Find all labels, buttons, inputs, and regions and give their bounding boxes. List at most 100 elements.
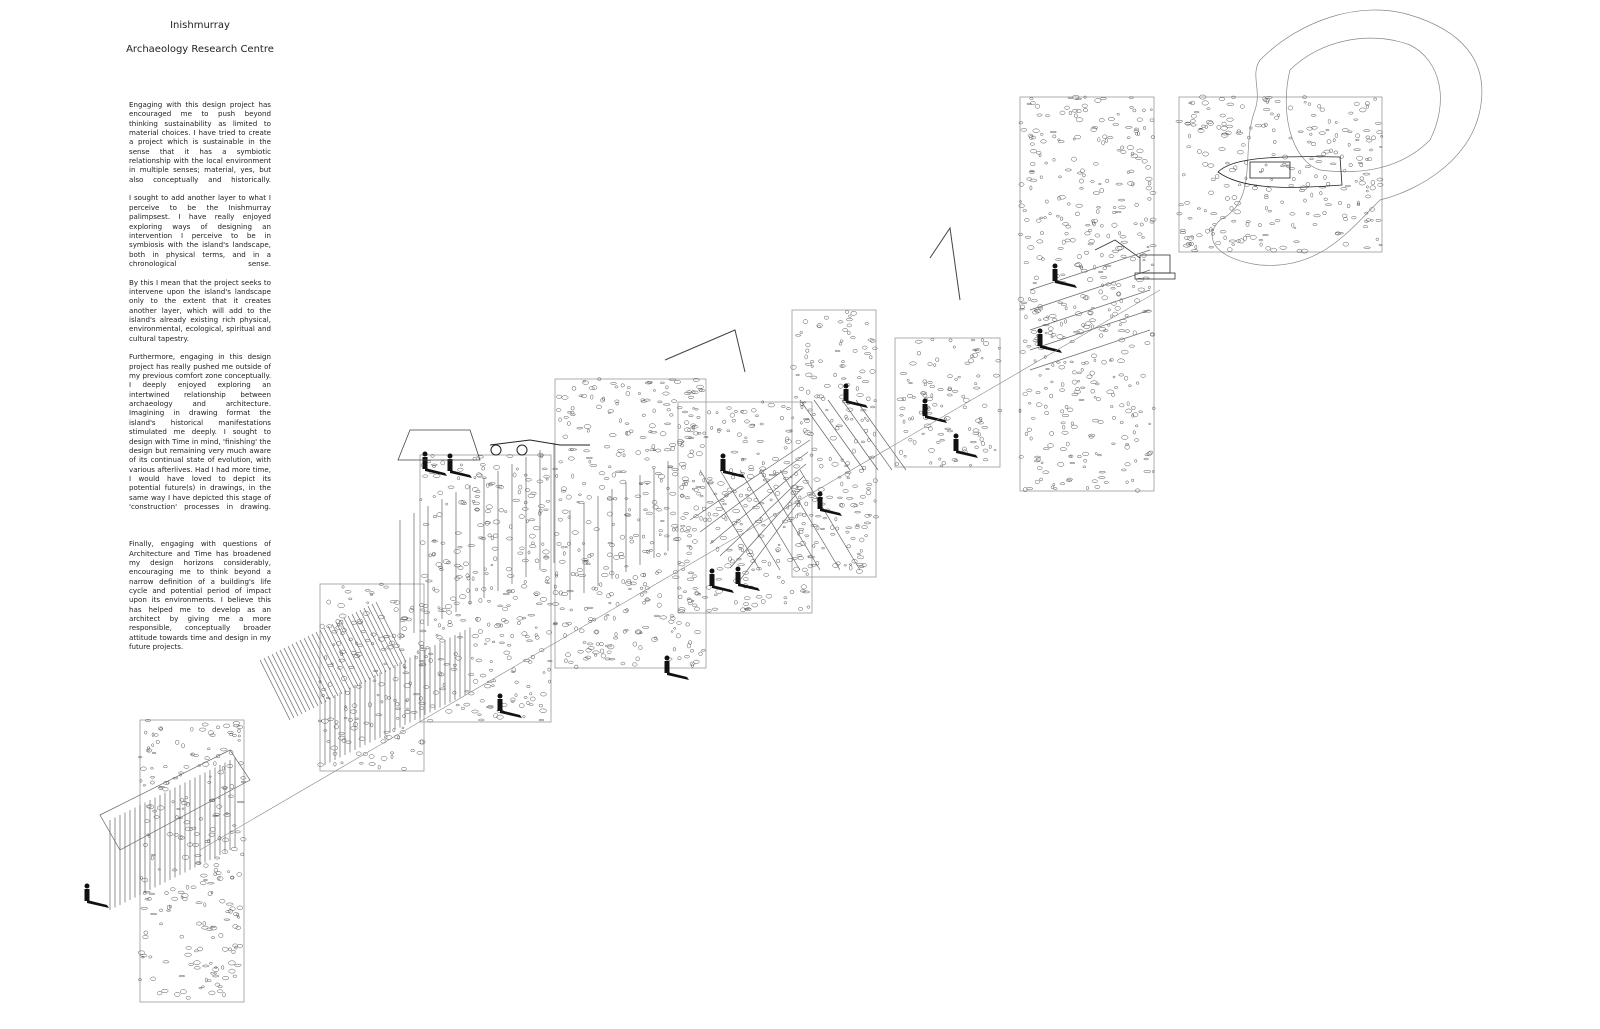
stone (347, 718, 353, 722)
stone (560, 489, 567, 493)
stone (1146, 245, 1150, 249)
stone (1378, 243, 1383, 247)
stone (1101, 359, 1107, 365)
stone (743, 577, 749, 581)
stone (444, 604, 452, 609)
stone (484, 684, 492, 689)
stone (607, 497, 614, 501)
stone (206, 927, 213, 931)
stone (980, 357, 984, 360)
stone (663, 507, 670, 510)
stone (1062, 425, 1066, 430)
stone (400, 634, 405, 638)
stone (759, 466, 767, 471)
stone (1233, 165, 1238, 171)
stone (394, 734, 401, 740)
stone (1092, 191, 1100, 195)
stone (721, 491, 729, 496)
stone (473, 476, 477, 480)
stone (1079, 178, 1084, 184)
stone (438, 566, 444, 569)
stone (961, 394, 965, 399)
stone (1034, 308, 1042, 313)
stone (741, 409, 748, 415)
stone (736, 432, 742, 437)
stone (706, 501, 714, 504)
stone (1090, 389, 1095, 394)
stone (783, 596, 788, 599)
stone (576, 427, 584, 430)
stone (151, 743, 155, 747)
stone (526, 701, 530, 706)
stone (625, 580, 633, 586)
stone (232, 974, 238, 978)
stone (463, 702, 471, 707)
stone (795, 543, 803, 547)
stone (1029, 171, 1035, 174)
stone (1299, 185, 1308, 191)
stone (534, 592, 539, 597)
stone (384, 734, 388, 740)
stone (181, 854, 190, 860)
worker-shadow (450, 470, 472, 478)
stone (1110, 287, 1116, 290)
stone (684, 559, 690, 564)
stone (687, 395, 695, 399)
stone (217, 989, 224, 994)
stone (670, 511, 676, 516)
stone (1316, 155, 1324, 158)
stone (1034, 103, 1040, 109)
stone (1089, 318, 1096, 322)
stone (545, 499, 551, 503)
stone (147, 897, 152, 901)
stone (558, 460, 564, 464)
stone (577, 493, 582, 496)
stone (653, 636, 658, 640)
stone (567, 515, 571, 519)
stone (1064, 404, 1069, 409)
stone (743, 602, 750, 607)
stone (1087, 311, 1093, 315)
stone (1134, 202, 1139, 207)
stone (1267, 209, 1273, 213)
stone (237, 944, 243, 948)
stone (1126, 145, 1134, 150)
stone (859, 537, 865, 543)
stone (939, 464, 944, 468)
stone (1128, 96, 1135, 99)
stone (619, 555, 625, 559)
stone (471, 576, 475, 581)
stone (193, 754, 199, 757)
stone (1151, 470, 1155, 473)
stone (1207, 163, 1215, 168)
stone (1366, 138, 1373, 143)
stone (604, 644, 612, 648)
stone (1176, 212, 1183, 216)
stone (236, 800, 245, 803)
stone (542, 671, 546, 674)
roof-batten (371, 603, 403, 665)
stone (219, 898, 226, 904)
stone (822, 517, 828, 520)
stone (471, 709, 479, 714)
stone (810, 563, 817, 567)
stone (699, 389, 706, 392)
stone (432, 586, 436, 592)
stone (171, 868, 178, 872)
stone (1359, 176, 1365, 181)
stone (1119, 298, 1124, 303)
stone (782, 525, 786, 529)
stone (432, 473, 441, 478)
stone (832, 563, 839, 568)
stone (432, 495, 436, 498)
stone (517, 551, 524, 555)
stone (200, 880, 207, 886)
stone (432, 465, 436, 468)
stone (1262, 96, 1267, 102)
stone (540, 692, 547, 697)
stone (812, 544, 816, 548)
stone (586, 428, 590, 433)
stone (497, 604, 504, 608)
stone (194, 854, 202, 857)
stone (773, 512, 777, 517)
